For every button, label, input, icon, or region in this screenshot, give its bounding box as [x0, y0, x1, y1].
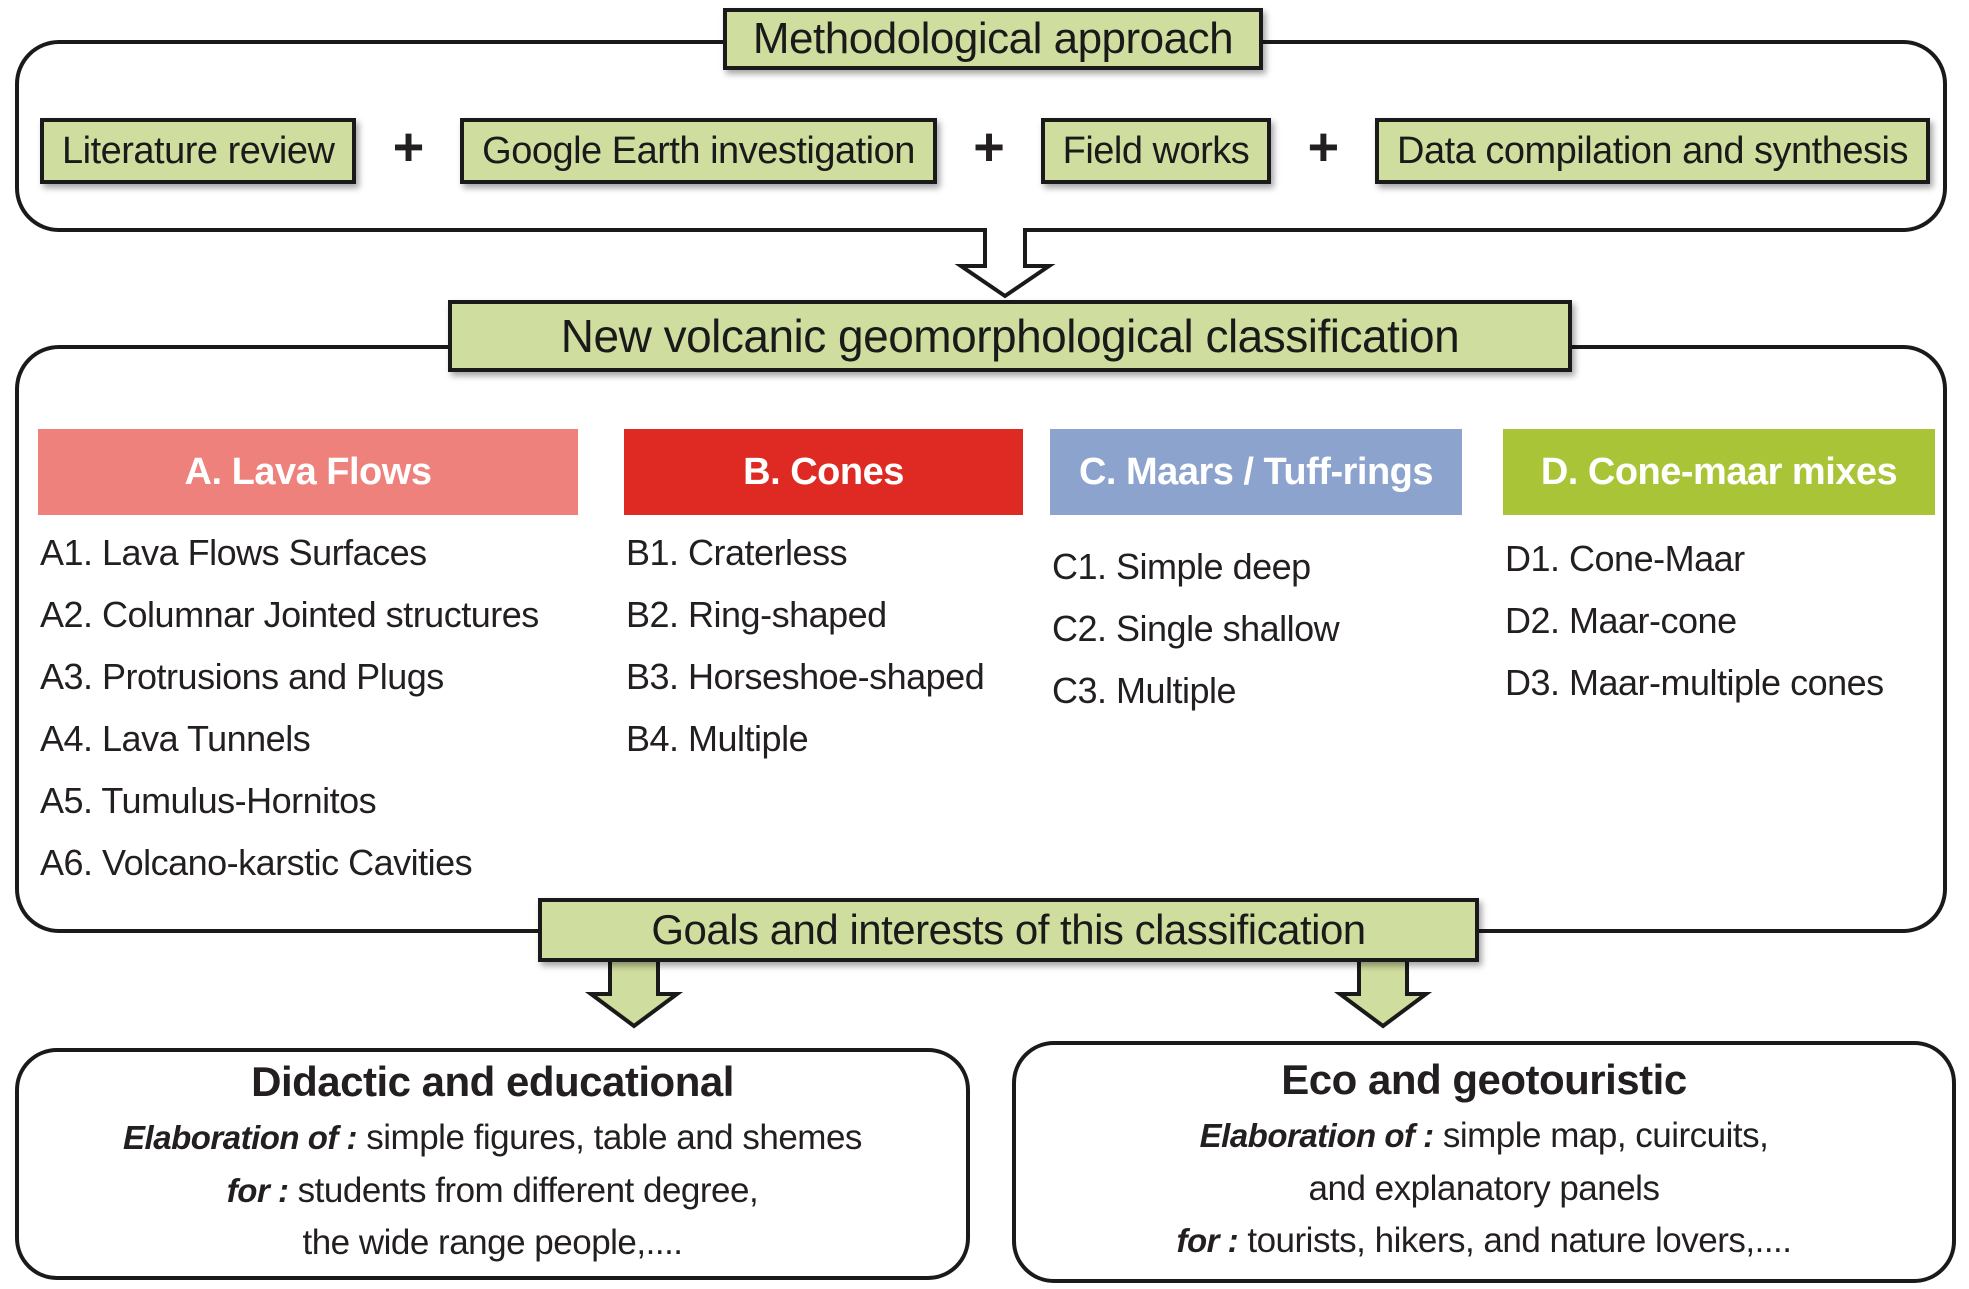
list-item: B4. Multiple — [626, 718, 809, 759]
goals-title-box: Goals and interests of this classificati… — [538, 898, 1479, 962]
outcome-line: for : students from different degree, — [226, 1165, 759, 1218]
outcome-line-lead: Elaboration of : — [123, 1119, 358, 1157]
outcome-line-lead: for : — [1176, 1222, 1239, 1260]
outcome-line: and explanatory panels — [1309, 1163, 1660, 1216]
outcome-line-text: tourists, hikers, and nature lovers,.... — [1238, 1221, 1792, 1261]
outcome-line-text: and explanatory panels — [1308, 1168, 1660, 1208]
column-items-lava-flows: A1. Lava Flows Surfaces A2. Columnar Joi… — [40, 522, 539, 894]
step-literature-review: Literature review — [40, 118, 357, 184]
outcome-line: Elaboration of : simple figures, table a… — [123, 1112, 862, 1165]
outcome-line-lead: for : — [226, 1171, 289, 1209]
column-header-lava-flows: A. Lava Flows — [38, 429, 578, 515]
column-header-cones: B. Cones — [624, 429, 1023, 515]
list-item: D1. Cone-Maar — [1505, 538, 1745, 579]
column-header-cone-maar-mixes: D. Cone-maar mixes — [1503, 429, 1935, 515]
outcome-line-text: simple figures, table and shemes — [357, 1118, 862, 1158]
list-item: A2. Columnar Jointed structures — [40, 594, 539, 635]
list-item: A1. Lava Flows Surfaces — [40, 532, 427, 573]
step-field-works: Field works — [1040, 118, 1272, 184]
plus-separator: + — [1307, 117, 1340, 177]
step-data-compilation: Data compilation and synthesis — [1375, 118, 1930, 184]
plus-separator: + — [973, 117, 1005, 177]
down-arrow-icon — [954, 228, 1056, 299]
list-item: B1. Craterless — [626, 532, 848, 573]
list-item: A3. Protrusions and Plugs — [40, 656, 444, 697]
eco-geotouristic-box: Eco and geotouristic Elaboration of : si… — [1012, 1041, 1956, 1283]
outcome-line-text: the wide range people,.... — [302, 1223, 683, 1263]
plus-separator: + — [392, 117, 425, 177]
outcome-line: the wide range people,.... — [302, 1217, 683, 1270]
list-item: C2. Single shallow — [1052, 608, 1340, 649]
new-classification-title-box: New volcanic geomorphological classifica… — [448, 300, 1572, 372]
column-items-cone-maar-mixes: D1. Cone-Maar D2. Maar-cone D3. Maar-mul… — [1505, 528, 1884, 714]
list-item: A6. Volcano-karstic Cavities — [40, 842, 473, 883]
didactic-educational-box: Didactic and educational Elaboration of … — [15, 1048, 970, 1280]
outcome-line-lead: Elaboration of : — [1199, 1117, 1435, 1155]
column-header-maars-tuff-rings: C. Maars / Tuff-rings — [1050, 429, 1462, 515]
step-google-earth-investigation: Google Earth investigation — [460, 118, 937, 184]
down-arrow-icon — [584, 958, 684, 1029]
list-item: D3. Maar-multiple cones — [1505, 662, 1884, 703]
outcome-line-text: students from different degree, — [288, 1170, 759, 1210]
list-item: D2. Maar-cone — [1505, 600, 1737, 641]
list-item: B2. Ring-shaped — [626, 594, 887, 635]
methodological-approach-box: Methodological approach — [723, 8, 1263, 70]
list-item: B3. Horseshoe-shaped — [626, 656, 985, 697]
list-item: C3. Multiple — [1052, 670, 1237, 711]
column-items-cones: B1. Craterless B2. Ring-shaped B3. Horse… — [626, 522, 985, 770]
down-arrow-icon — [954, 228, 1056, 299]
outcome-line: Elaboration of : simple map, cuircuits, — [1200, 1110, 1769, 1163]
down-arrow-icon — [1333, 958, 1433, 1029]
list-item: C1. Simple deep — [1052, 546, 1311, 587]
column-items-maars-tuff-rings: C1. Simple deep C2. Single shallow C3. M… — [1052, 536, 1340, 722]
outcome-title: Didactic and educational — [251, 1058, 734, 1106]
outcome-title: Eco and geotouristic — [1281, 1056, 1687, 1104]
down-arrow-icon — [584, 958, 684, 1029]
list-item: A5. Tumulus-Hornitos — [40, 780, 377, 821]
list-item: A4. Lava Tunnels — [40, 718, 311, 759]
outcome-line-text: simple map, cuircuits, — [1433, 1116, 1769, 1156]
methodology-steps-row: Literature review + Google Earth investi… — [40, 116, 1930, 186]
down-arrow-icon — [1333, 958, 1433, 1029]
outcome-line: for : tourists, hikers, and nature lover… — [1176, 1215, 1792, 1268]
